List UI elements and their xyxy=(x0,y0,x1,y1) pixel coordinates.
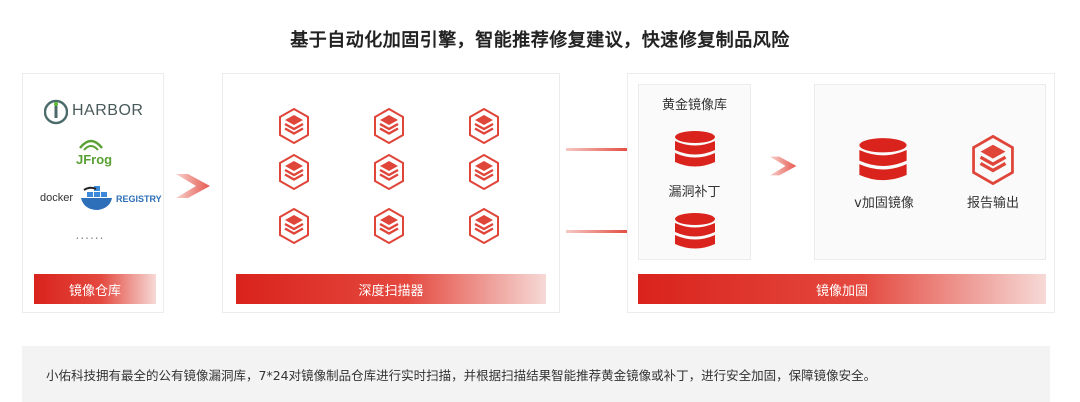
more-repos-ellipsis: ...... xyxy=(75,228,105,242)
scan-layer-icon xyxy=(278,208,310,244)
description-text: 小佑科技拥有最全的公有镜像漏洞库，7*24对镜像制品仓库进行实时扫描，并根据扫描… xyxy=(22,346,1050,402)
report-output-label: 报告输出 xyxy=(966,196,1019,211)
docker-whale-icon xyxy=(81,186,112,210)
patch-label: 漏洞补丁 xyxy=(668,185,721,200)
flow-arrow-line xyxy=(566,230,636,233)
scan-layer-icon xyxy=(373,108,405,144)
scanner-panel xyxy=(222,73,560,313)
database-icon xyxy=(857,137,909,189)
harbor-icon xyxy=(44,99,68,125)
report-layer-icon xyxy=(970,135,1016,185)
repo-bar: 镜像仓库 xyxy=(34,274,156,304)
hardening-bar: 镜像加固 xyxy=(638,274,1046,304)
page-title: 基于自动化加固引擎，智能推荐修复建议，快速修复制品风险 xyxy=(290,30,790,51)
flow-arrow-icon xyxy=(176,174,210,198)
hardened-output-panel xyxy=(814,84,1046,260)
database-icon xyxy=(673,130,717,174)
frog-icon xyxy=(79,139,103,151)
registry-text: REGISTRY xyxy=(116,194,162,204)
flow-arrow-icon xyxy=(770,156,797,176)
docker-text: docker xyxy=(40,192,74,204)
scan-layer-icon xyxy=(373,154,405,190)
hardened-image-label: v加固镜像 xyxy=(854,196,914,211)
harbor-text: HARBOR xyxy=(72,102,144,119)
scan-layer-icon xyxy=(468,208,500,244)
database-icon xyxy=(673,212,717,256)
scan-layer-icon xyxy=(468,154,500,190)
scan-layer-icon xyxy=(278,108,310,144)
docker-registry-logo: docker REGISTRY xyxy=(40,186,162,214)
flow-arrow-line xyxy=(566,148,636,151)
jfrog-logo: JFrog xyxy=(72,138,112,172)
scanner-bar: 深度扫描器 xyxy=(236,274,546,304)
scan-layer-icon xyxy=(373,208,405,244)
harbor-logo: HARBOR xyxy=(44,98,144,126)
scan-layer-icon xyxy=(468,108,500,144)
scan-layer-icon xyxy=(278,154,310,190)
jfrog-text: JFrog xyxy=(76,152,113,167)
golden-image-title: 黄金镜像库 xyxy=(661,98,727,113)
